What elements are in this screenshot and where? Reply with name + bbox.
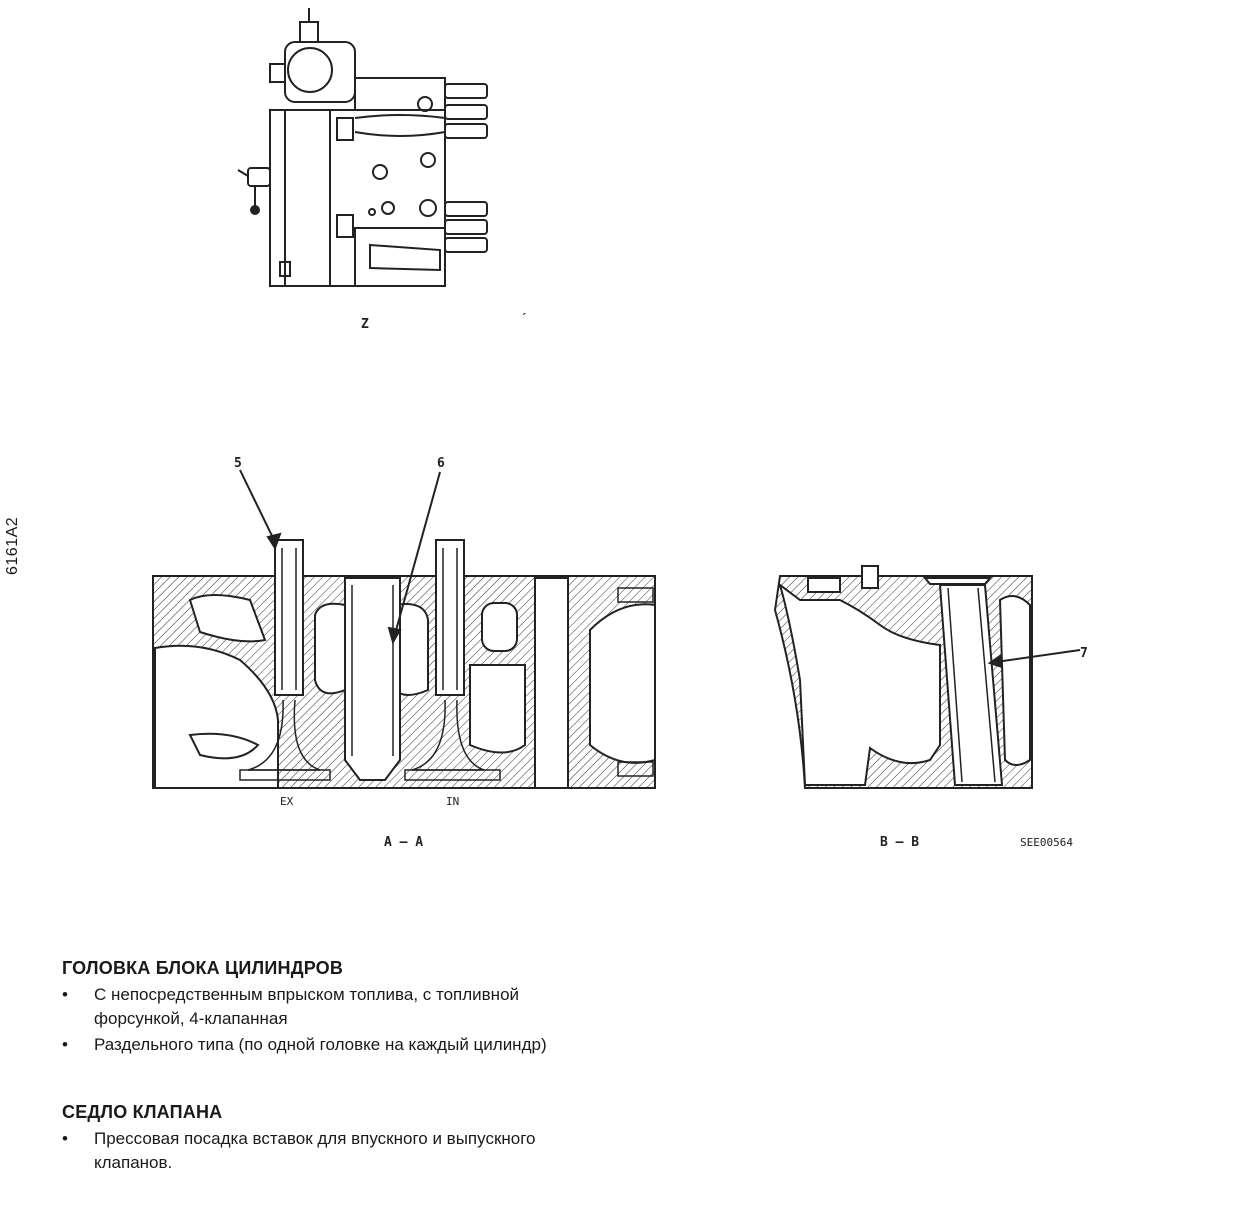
view-z-label: Z [361, 317, 369, 332]
figure-reference-code: SEE00564 [1020, 836, 1073, 849]
technical-illustration: Z ˊ [152, 8, 1088, 850]
cylinder-head-heading: ГОЛОВКА БЛОКА ЦИЛИНДРОВ [62, 958, 344, 978]
view-z-drawing [237, 8, 488, 287]
valve-seat-section: СЕДЛО КЛАПАНА Прессовая посадка вставок … [62, 1102, 582, 1177]
callout-7: 7 [1080, 646, 1088, 661]
bullet-item: Раздельного типа (по одной головке на ка… [62, 1033, 582, 1057]
callout-6: 6 [437, 456, 445, 471]
section-bb-label: B – B [880, 835, 919, 850]
section-bb-drawing [773, 565, 1081, 789]
bullet-item: С непосредственным впрыском топлива, с т… [62, 983, 582, 1031]
bullet-item: Прессовая посадка вставок для впускного … [62, 1127, 582, 1175]
valve-seat-heading: СЕДЛО КЛАПАНА [62, 1102, 223, 1122]
section-aa-label: A – A [384, 835, 423, 850]
intake-valve-label: IN [446, 795, 459, 808]
cylinder-head-bullets: С непосредственным впрыском топлива, с т… [62, 983, 582, 1057]
exhaust-valve-label: EX [280, 795, 294, 808]
tick-mark: ˊ [522, 311, 526, 326]
cylinder-head-section: ГОЛОВКА БЛОКА ЦИЛИНДРОВ С непосредственн… [62, 958, 582, 1059]
section-aa-drawing [152, 469, 656, 789]
callout-5: 5 [234, 456, 242, 471]
valve-seat-bullets: Прессовая посадка вставок для впускного … [62, 1127, 582, 1175]
